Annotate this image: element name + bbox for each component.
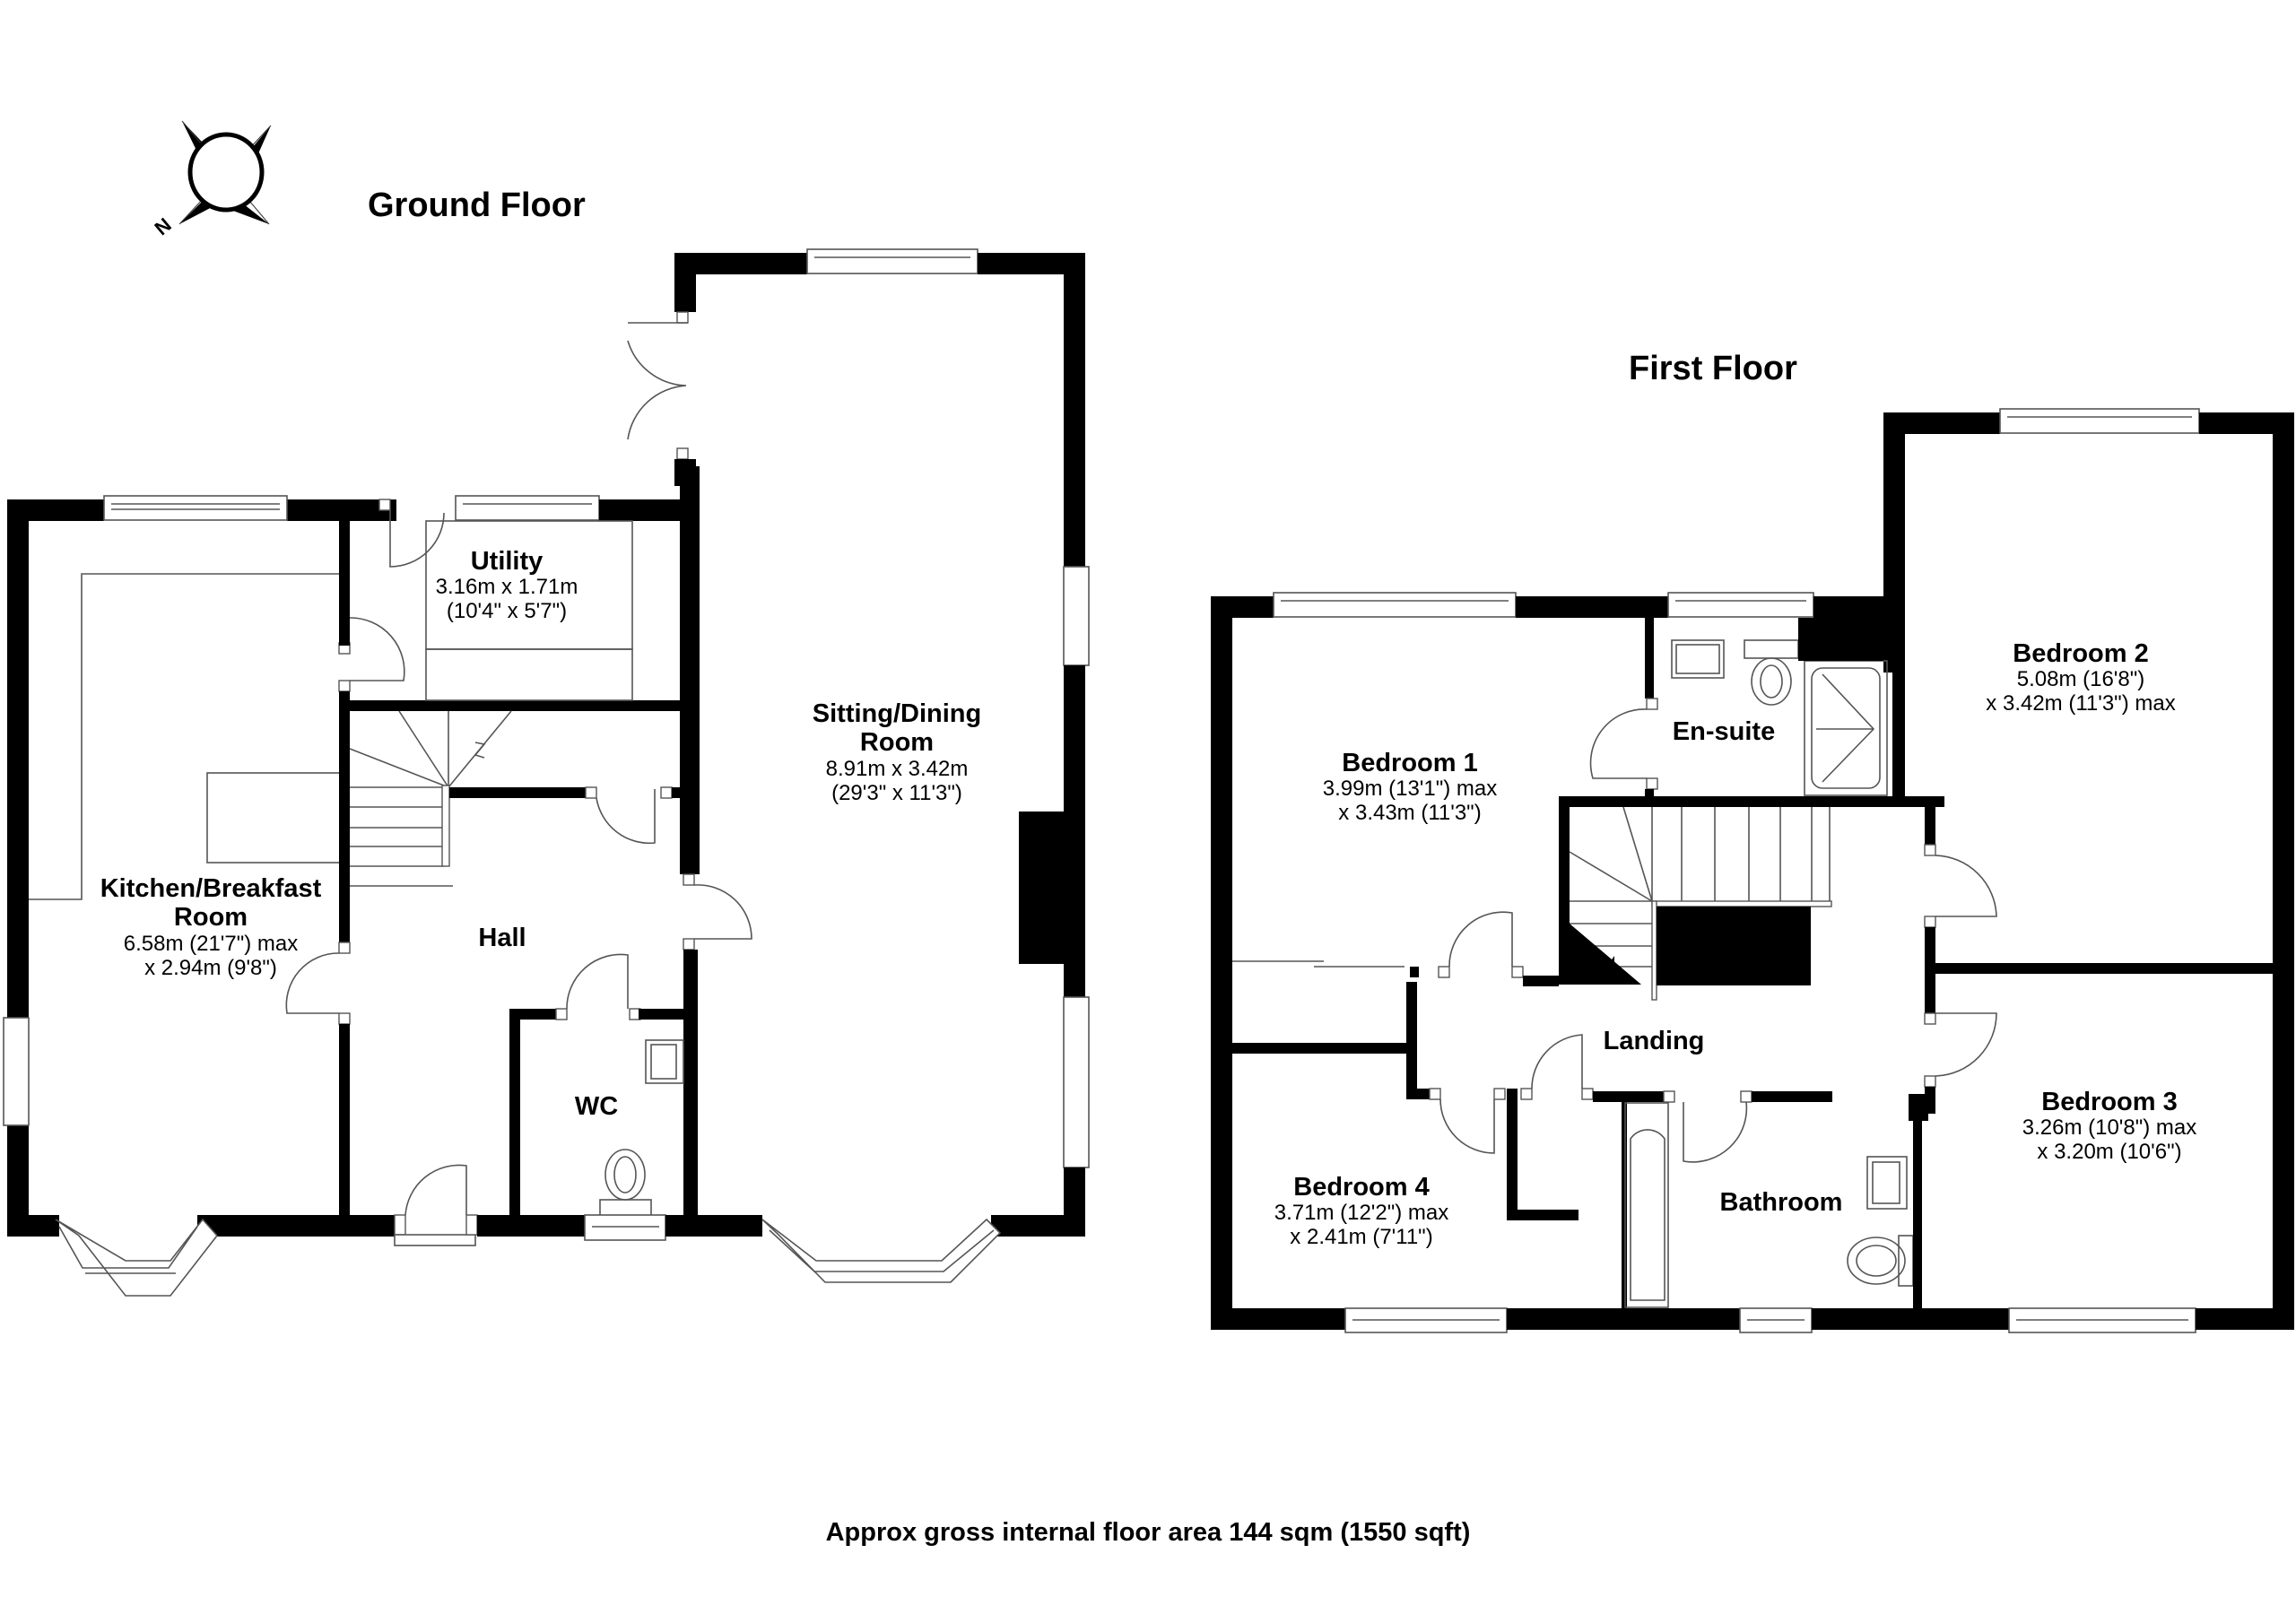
room-dimension: 8.91m x 3.42m xyxy=(825,756,969,781)
room-dimension: 5.08m (16'8") xyxy=(2016,667,2145,692)
room-name: WC xyxy=(574,1092,619,1121)
room-name: Room xyxy=(859,728,935,758)
room-name: En-suite xyxy=(1672,717,1776,746)
north-compass-icon xyxy=(178,120,272,225)
room-dimension: 3.26m (10'8") max xyxy=(2022,1115,2197,1141)
room-name: Utility xyxy=(470,547,544,576)
room-dimension: x 2.94m (9'8") xyxy=(144,955,277,980)
room-dimension: x 2.41m (7'11") xyxy=(1290,1225,1433,1250)
room-dimension: 6.58m (21'7") max xyxy=(123,931,299,956)
room-name: Room xyxy=(173,903,248,933)
first-floor-plan xyxy=(1211,408,2294,1333)
room-name: Bedroom 3 xyxy=(2041,1088,2178,1116)
room-label-landing: Landing xyxy=(1604,1027,1705,1055)
room-label-bedroom-2: Bedroom 2 5.08m (16'8") x 3.42m (11'3") … xyxy=(1986,639,2175,716)
room-name: Bedroom 1 xyxy=(1342,749,1478,777)
room-name: Bedroom 2 xyxy=(2013,639,2149,668)
room-label-wc: WC xyxy=(575,1092,618,1121)
room-label-bedroom-3: Bedroom 3 3.26m (10'8") max x 3.20m (10'… xyxy=(2022,1088,2197,1165)
room-name: Landing xyxy=(1603,1027,1705,1055)
room-name: Bedroom 4 xyxy=(1293,1173,1430,1202)
room-label-sitting-dining: Sitting/Dining Room 8.91m x 3.42m (29'3"… xyxy=(813,699,981,806)
room-label-kitchen: Kitchen/Breakfast Room 6.58m (21'7") max… xyxy=(100,874,322,981)
room-label-hall: Hall xyxy=(478,924,526,952)
room-name: Kitchen/Breakfast xyxy=(100,874,322,903)
room-dimension: 3.99m (13'1") max xyxy=(1322,777,1498,802)
room-dimension: x 3.20m (10'6") xyxy=(2037,1140,2182,1165)
room-dimension: (29'3" x 11'3") xyxy=(831,780,962,805)
room-name: Bathroom xyxy=(1719,1188,1843,1217)
room-dimension: 3.71m (12'2") max xyxy=(1274,1201,1449,1226)
first-floor-title: First Floor xyxy=(1629,350,1797,387)
room-label-utility: Utility 3.16m x 1.71m (10'4" x 5'7") xyxy=(436,547,578,624)
room-label-bathroom: Bathroom xyxy=(1720,1188,1843,1217)
ground-floor-plan xyxy=(3,248,1090,1297)
room-dimension: 3.16m x 1.71m xyxy=(435,575,578,600)
room-name: Sitting/Dining xyxy=(812,699,982,728)
room-label-bedroom-1: Bedroom 1 3.99m (13'1") max x 3.43m (11'… xyxy=(1323,749,1498,826)
ground-floor-title: Ground Floor xyxy=(368,187,586,224)
room-dimension: (10'4" x 5'7") xyxy=(446,599,568,624)
room-dimension: x 3.43m (11'3") xyxy=(1338,801,1482,826)
room-dimension: x 3.42m (11'3") max xyxy=(1986,691,2176,716)
room-name: Hall xyxy=(478,924,526,952)
floor-area-caption: Approx gross internal floor area 144 sqm… xyxy=(825,1518,1471,1547)
room-label-bedroom-4: Bedroom 4 3.71m (12'2") max x 2.41m (7'1… xyxy=(1274,1173,1449,1250)
room-label-en-suite: En-suite xyxy=(1673,717,1775,746)
